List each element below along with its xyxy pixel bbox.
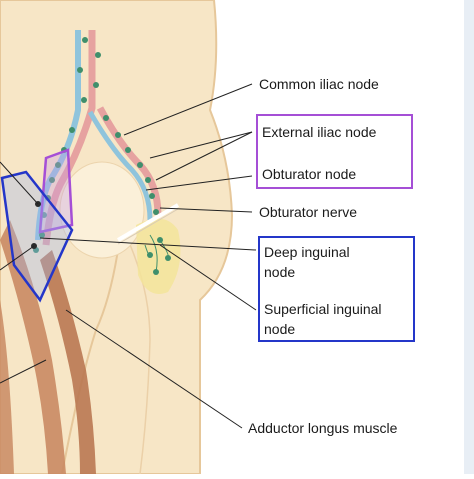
label-adductor-longus-muscle: Adductor longus muscle <box>248 420 398 436</box>
superficial-fat-area <box>136 218 181 294</box>
inguinal-ligament-shadow <box>117 208 179 245</box>
leader-common-iliac <box>123 83 253 136</box>
adductor-longus-muscle <box>40 250 96 474</box>
label-obturator-nerve: Obturator nerve <box>259 204 358 220</box>
artery-central <box>42 30 96 246</box>
purple-label-box <box>256 114 413 189</box>
leader-left-2 <box>0 245 35 271</box>
purple-highlight-region <box>38 148 74 234</box>
label-superficial-inguinal-line2: node <box>264 321 296 337</box>
inguinal-ligament <box>116 203 180 242</box>
blue-highlight-region <box>0 170 74 303</box>
leader-obturator-nerve <box>159 207 253 213</box>
leader-external-iliac-a <box>149 131 253 159</box>
label-external-iliac-node: External iliac node <box>262 124 377 140</box>
label-deep-inguinal-line2: node <box>264 264 296 280</box>
blue-label-box <box>258 236 415 342</box>
pelvic-cavity <box>59 161 145 259</box>
leader-obturator-node <box>145 175 253 191</box>
crotch-shadow <box>61 249 119 475</box>
leader-external-iliac-b <box>155 131 253 181</box>
leader-left-3 <box>0 359 47 384</box>
label-superficial-inguinal-line1: Superficial inguinal <box>264 301 382 317</box>
vein-right-iliac <box>87 110 153 221</box>
adductor-muscle-outer <box>0 220 66 474</box>
right-edge-strip <box>464 0 474 474</box>
thigh-muscle-left <box>0 300 14 474</box>
leader-left-1 <box>0 161 39 205</box>
lymphatic-vessels <box>144 234 169 273</box>
lymph-nodes <box>33 37 171 275</box>
label-deep-inguinal-line1: Deep inguinal <box>264 244 350 260</box>
label-obturator-node: Obturator node <box>262 166 357 182</box>
label-common-iliac-node: Common iliac node <box>259 76 379 92</box>
leader-deep-inguinal <box>39 237 257 251</box>
leader-superficial-inguinal <box>159 244 257 311</box>
leader-adductor-longus <box>65 309 243 429</box>
